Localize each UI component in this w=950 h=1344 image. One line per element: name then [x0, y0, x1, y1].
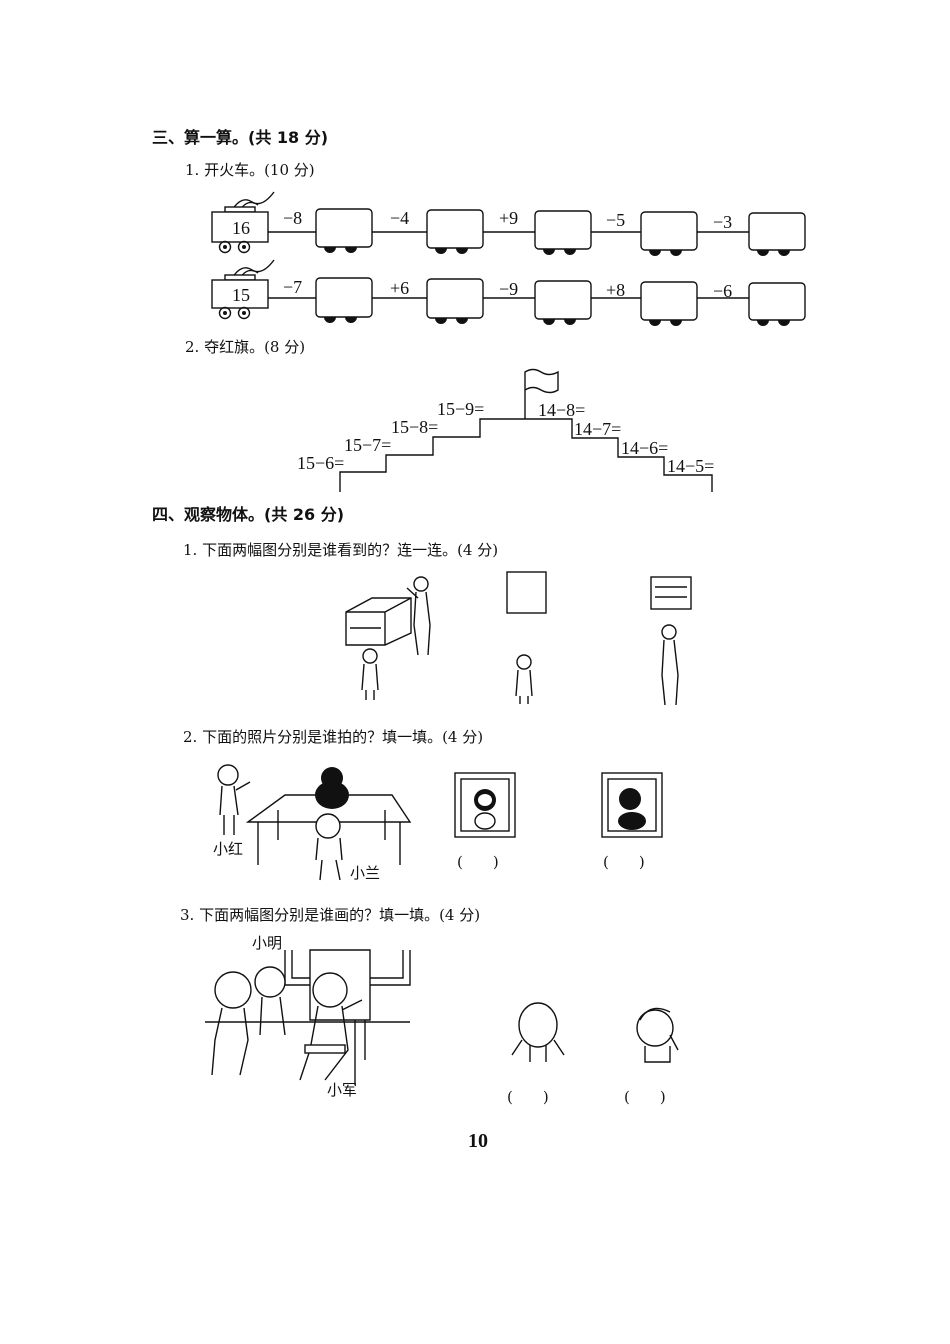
- xiaoming-figure: [254, 966, 286, 998]
- xiaohong-figure: [217, 764, 239, 786]
- op-label: +9: [499, 208, 518, 228]
- engine: [211, 211, 269, 243]
- op-label: −6: [713, 281, 732, 301]
- back-of-head-drawing: [518, 1002, 558, 1048]
- answer-car[interactable]: [534, 280, 592, 320]
- answer-car[interactable]: [426, 278, 484, 319]
- section3-heading: 三、算一算。(共 18 分): [152, 128, 328, 147]
- name-label: 小军: [327, 1081, 357, 1099]
- stair-expr[interactable]: 15−9=: [437, 399, 484, 419]
- answer-blank[interactable]: ( ): [624, 1088, 666, 1106]
- op-label: −3: [713, 212, 732, 232]
- girl-figure: [413, 576, 429, 592]
- stairs-outline: [339, 418, 713, 492]
- stair-expr[interactable]: 15−6=: [297, 453, 344, 473]
- chimney-icon: [224, 274, 256, 281]
- engine-number: 15: [232, 285, 250, 305]
- stair-expr[interactable]: 14−7=: [574, 419, 621, 439]
- name-label: 小兰: [350, 864, 380, 882]
- q1-observe-title: 1. 下面两幅图分别是谁看到的？连一连。(4 分): [183, 541, 498, 559]
- answer-car[interactable]: [640, 211, 698, 251]
- xiaojun-figure: [312, 972, 348, 1008]
- q2-photo-title: 2. 下面的照片分别是谁拍的？填一填。(4 分): [183, 728, 483, 746]
- op-label: +6: [390, 278, 409, 298]
- answer-cars[interactable]: [315, 208, 806, 251]
- train-row-1: 16 −8 −4 +9 −5 −3: [211, 191, 806, 256]
- q3-drawing-title: 3. 下面两幅图分别是谁画的？填一填。(4 分): [180, 906, 480, 924]
- stair-expr[interactable]: 14−6=: [621, 438, 668, 458]
- answer-blank[interactable]: ( ): [457, 853, 499, 871]
- engine-number: 16: [232, 218, 250, 238]
- q1-train-title: 1. 开火车。(10 分): [185, 161, 315, 179]
- desk-icon: [345, 597, 412, 646]
- chimney-icon: [224, 206, 256, 213]
- name-label: 小红: [213, 840, 243, 858]
- answer-car[interactable]: [315, 277, 373, 318]
- flag-icon: [524, 368, 559, 419]
- op-label: −7: [283, 277, 302, 297]
- child-figure: [362, 648, 378, 664]
- xiaolan-figure: [315, 813, 341, 839]
- page-number: 10: [468, 1130, 488, 1152]
- op-label: −8: [283, 208, 302, 228]
- answer-cars[interactable]: [315, 277, 806, 321]
- stair-expr[interactable]: 14−8=: [538, 400, 585, 420]
- op-label: −5: [606, 210, 625, 230]
- view-square-icon[interactable]: [506, 571, 547, 614]
- side-face-drawing: [636, 1009, 674, 1047]
- answer-blank[interactable]: ( ): [507, 1088, 549, 1106]
- answer-car[interactable]: [748, 282, 806, 321]
- q2-figures: 小红 小兰 ( ) ( ): [213, 764, 663, 882]
- answer-car[interactable]: [315, 208, 373, 248]
- monkey-toy-icon: [315, 781, 349, 809]
- name-label: 小明: [252, 934, 282, 952]
- op-label: −9: [499, 279, 518, 299]
- answer-car[interactable]: [534, 210, 592, 250]
- answer-blank[interactable]: ( ): [603, 853, 645, 871]
- stair-expr[interactable]: 15−8=: [391, 417, 438, 437]
- stairs-diagram: 15−6= 15−7= 15−8= 15−9= 14−8= 14−7= 14−6…: [297, 368, 714, 492]
- answer-car[interactable]: [640, 281, 698, 321]
- op-label: +8: [606, 280, 625, 300]
- q2-flag-title: 2. 夺红旗。(8 分): [185, 338, 305, 356]
- girl-figure: [214, 971, 252, 1009]
- q1-figures: [345, 571, 692, 706]
- engine: [211, 279, 269, 309]
- answer-car[interactable]: [426, 209, 484, 249]
- q3-figures: 小明 小军 ( ) ( ): [205, 934, 679, 1106]
- stair-expr[interactable]: 14−5=: [667, 456, 714, 476]
- answer-car[interactable]: [748, 212, 806, 251]
- op-label: −4: [390, 208, 409, 228]
- view-desk-front-icon[interactable]: [650, 576, 692, 610]
- section4-heading: 四、观察物体。(共 26 分): [152, 505, 344, 524]
- stair-expr[interactable]: 15−7=: [344, 435, 391, 455]
- train-row-2: 15 −7 +6 −9 +8 −6: [211, 259, 806, 326]
